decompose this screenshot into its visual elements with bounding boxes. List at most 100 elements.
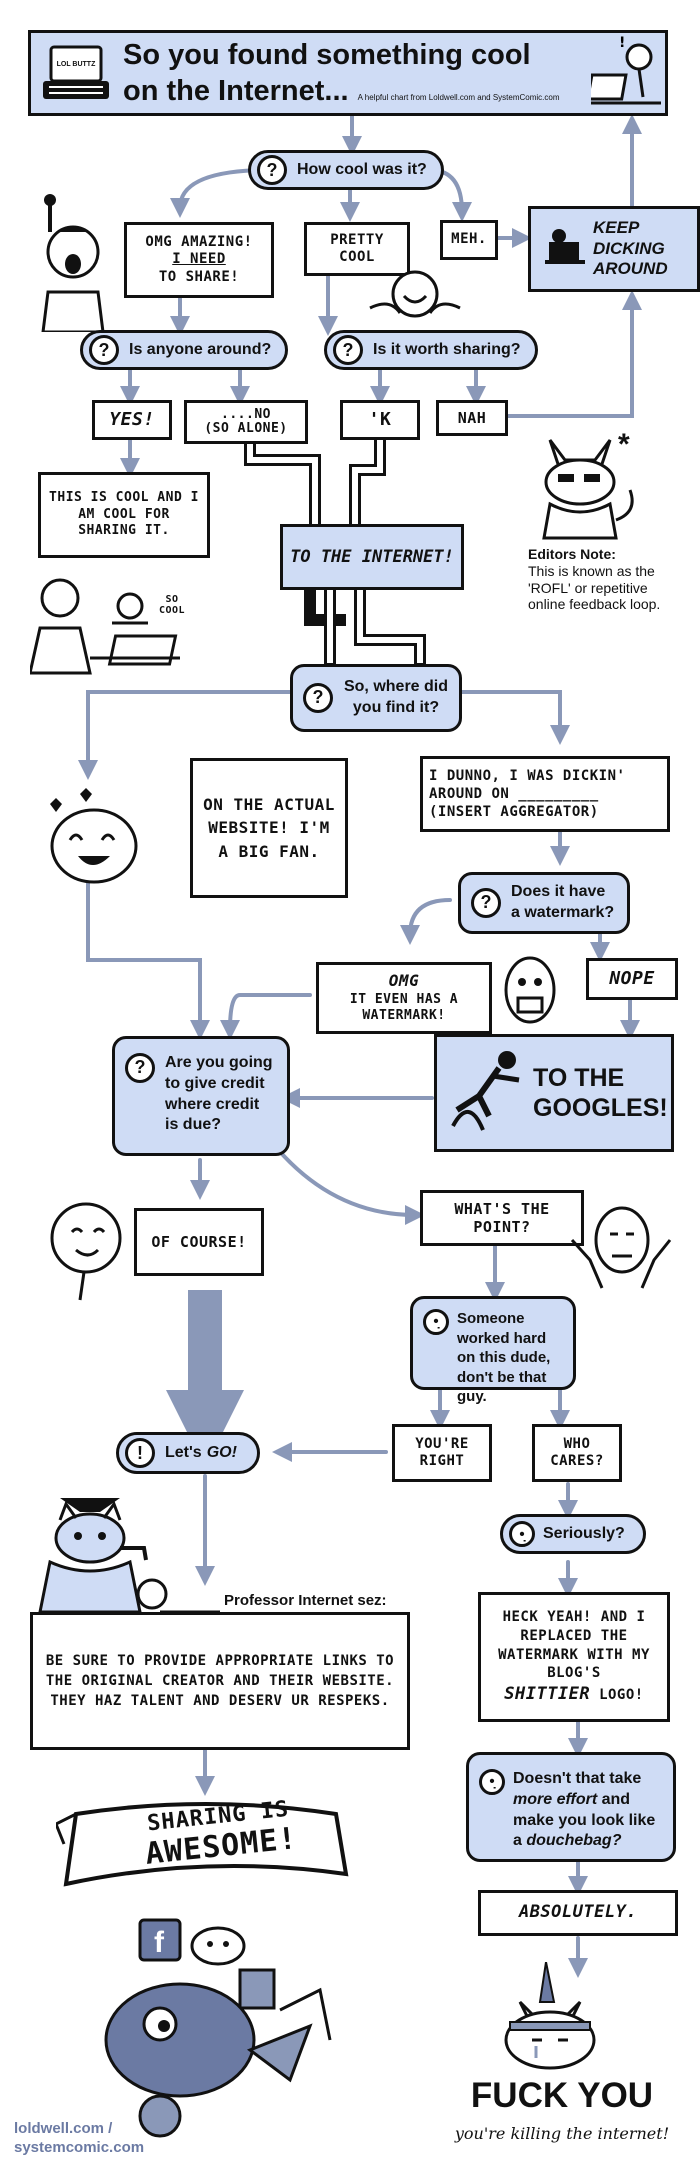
page-subtitle: A helpful chart from Loldwell.com and Sy… xyxy=(357,93,560,102)
social-media-pile: f xyxy=(80,1900,360,2144)
page-title-line1: So you found something cool xyxy=(123,39,531,71)
more-effort-emphasis: more effort xyxy=(513,1790,598,1808)
asterisk-mark: * xyxy=(618,428,630,461)
svg-text:f: f xyxy=(154,1926,165,1959)
heck-yeah-line3: LOGO! xyxy=(599,1687,644,1704)
of-course-label: OF COURSE! xyxy=(151,1232,247,1251)
angry-stick-figure xyxy=(28,192,118,336)
native-headdress-cat xyxy=(480,1961,620,2076)
whats-the-point-box: WHAT'S THE POINT? xyxy=(420,1190,584,1246)
stick-figure-laptop: ! xyxy=(585,35,667,119)
to-internet-label: TO THE INTERNET! xyxy=(290,547,454,567)
yes-box: YES! xyxy=(92,400,172,440)
desk-icon xyxy=(545,226,585,273)
question-give-credit: ? Are you going to give credit where cre… xyxy=(112,1036,290,1156)
editors-note-title: Editors Note: xyxy=(528,546,616,562)
more-effort-text: Doesn't that take more effort and make y… xyxy=(513,1769,663,1852)
worth-sharing-label: Is it worth sharing? xyxy=(373,341,521,358)
annoyed-face-icon: •̣ xyxy=(479,1769,505,1795)
this-is-cool-box: THIS IS COOL AND I AM COOL FOR SHARING I… xyxy=(38,472,210,558)
worried-face-icon: •̣ xyxy=(423,1309,449,1335)
lets-go-label: Let's xyxy=(165,1444,202,1461)
shocked-face xyxy=(500,950,560,1034)
keep-dicking-box: KEEP DICKING AROUND xyxy=(528,206,700,292)
no-alone-box: ....NO (SO ALONE) xyxy=(184,400,308,444)
omg-amazing-line2: I NEED xyxy=(172,251,226,268)
give-credit-label: Are you going to give credit where credi… xyxy=(165,1054,273,1134)
youre-right-box: YOU'RE RIGHT xyxy=(392,1424,492,1482)
k-label: 'K xyxy=(368,408,392,430)
i-dunno-label: I DUNNO, I WAS DICKIN' AROUND ON _______… xyxy=(429,767,626,821)
i-dunno-box: I DUNNO, I WAS DICKIN' AROUND ON _______… xyxy=(420,756,670,832)
nah-box: NAH xyxy=(436,400,508,436)
nah-label: NAH xyxy=(457,408,487,427)
question-icon: ? xyxy=(125,1053,155,1083)
sharing-kids-figures xyxy=(28,568,200,682)
absolutely-label: ABSOLUTELY. xyxy=(518,1902,638,1923)
so-cool-text: SO COOL xyxy=(158,594,186,616)
question-how-cool: ? How cool was it? xyxy=(248,150,444,190)
question-icon: ? xyxy=(333,335,363,365)
question-icon: ? xyxy=(89,335,119,365)
in-love-face xyxy=(30,784,160,898)
heck-yeah-box: HECK YEAH! AND I REPLACED THE WATERMARK … xyxy=(478,1592,670,1722)
question-icon: ? xyxy=(257,155,287,185)
editors-note-body: This is known as the 'ROFL' or repetitiv… xyxy=(528,562,661,613)
omg-amazing-line1: OMG AMAZING! xyxy=(145,233,253,250)
exclamation-icon: ! xyxy=(125,1438,155,1468)
keep-dicking-label: KEEP DICKING AROUND xyxy=(593,218,668,279)
editors-note: Editors Note: This is known as the 'ROFL… xyxy=(528,546,668,613)
pretty-cool-box: PRETTY COOL xyxy=(304,222,410,276)
page-title-line2: on the Internet... xyxy=(123,75,349,107)
lets-go-emphasis: GO! xyxy=(206,1444,237,1461)
footer-credit: loldwell.com / systemcomic.com xyxy=(14,2120,144,2158)
omg-amazing-box: OMG AMAZING! I NEED TO SHARE! xyxy=(124,222,274,298)
svg-text:!: ! xyxy=(619,35,625,51)
yes-label: YES! xyxy=(109,408,155,430)
pretty-cool-label: PRETTY COOL xyxy=(330,231,384,266)
watermark-question-label: Does it have a watermark? xyxy=(511,883,615,921)
omg-watermark-line1: OMG xyxy=(388,970,420,990)
absolutely-box: ABSOLUTELY. xyxy=(478,1890,678,1936)
question-icon: ? xyxy=(303,683,333,713)
fuck-you-text: FUCK YOU xyxy=(470,2076,654,2115)
running-figure-icon xyxy=(449,1046,523,1140)
happy-stick-figure xyxy=(40,1192,130,1306)
lets-go-pill: ! Let's GO! xyxy=(116,1432,260,1474)
actual-website-label: ON THE ACTUAL WEBSITE! I'M A BIG FAN. xyxy=(203,795,335,861)
be-sure-label: BE SURE TO PROVIDE APPROPRIATE LINKS TO … xyxy=(45,1652,395,1710)
professor-sez-label: Professor Internet sez: xyxy=(224,1592,387,1609)
killing-internet-text: you're killing the internet! xyxy=(454,2124,670,2143)
this-is-cool-label: THIS IS COOL AND I AM COOL FOR SHARING I… xyxy=(49,489,199,539)
question-where-find: ? So, where did you find it? xyxy=(290,664,462,732)
googles-text: TO THE GOOGLES! xyxy=(533,1063,668,1123)
header-banner: LOL BUTTZ So you found something cool on… xyxy=(28,30,668,116)
seriously-pill: •̣ Seriously? xyxy=(500,1514,646,1554)
omg-amazing-line3: TO SHARE! xyxy=(158,268,240,285)
no-alone-line2: (SO ALONE) xyxy=(204,421,288,436)
actual-website-box: ON THE ACTUAL WEBSITE! I'M A BIG FAN. xyxy=(190,758,348,898)
title-line2-row: on the Internet... A helpful chart from … xyxy=(123,75,560,108)
typewriter-icon: LOL BUTTZ xyxy=(41,45,111,105)
heck-yeah-line1: HECK YEAH! AND I REPLACED THE WATERMARK … xyxy=(498,1608,650,1682)
of-course-box: OF COURSE! xyxy=(134,1208,264,1276)
footer-credit-line1: loldwell.com / xyxy=(14,2120,113,2137)
question-watermark: ? Does it have a watermark? xyxy=(458,872,630,934)
where-find-label: So, where did you find it? xyxy=(343,678,448,716)
seriously-label: Seriously? xyxy=(543,1525,625,1542)
more-effort-line1: Doesn't that take xyxy=(513,1770,642,1787)
meh-label: MEH. xyxy=(451,231,487,248)
more-effort-box: •̣ Doesn't that take more effort and mak… xyxy=(466,1752,676,1862)
youre-right-label: YOU'RE RIGHT xyxy=(415,1436,469,1469)
omg-watermark-box: OMG IT EVEN HAS A WATERMARK! xyxy=(316,962,492,1034)
annoyed-face-icon: •̣ xyxy=(509,1521,535,1547)
professor-cat xyxy=(20,1490,220,1624)
who-cares-label: WHO CARES? xyxy=(550,1436,604,1469)
k-box: 'K xyxy=(340,400,420,440)
footer-credit-line2: systemcomic.com xyxy=(14,2138,145,2156)
content-stick-figure xyxy=(360,268,470,342)
more-effort-line3: and make you look like a xyxy=(513,1790,656,1850)
who-cares-box: WHO CARES? xyxy=(532,1424,622,1482)
someone-worked-label: Someone worked hard on this dude, don't … xyxy=(457,1310,551,1405)
